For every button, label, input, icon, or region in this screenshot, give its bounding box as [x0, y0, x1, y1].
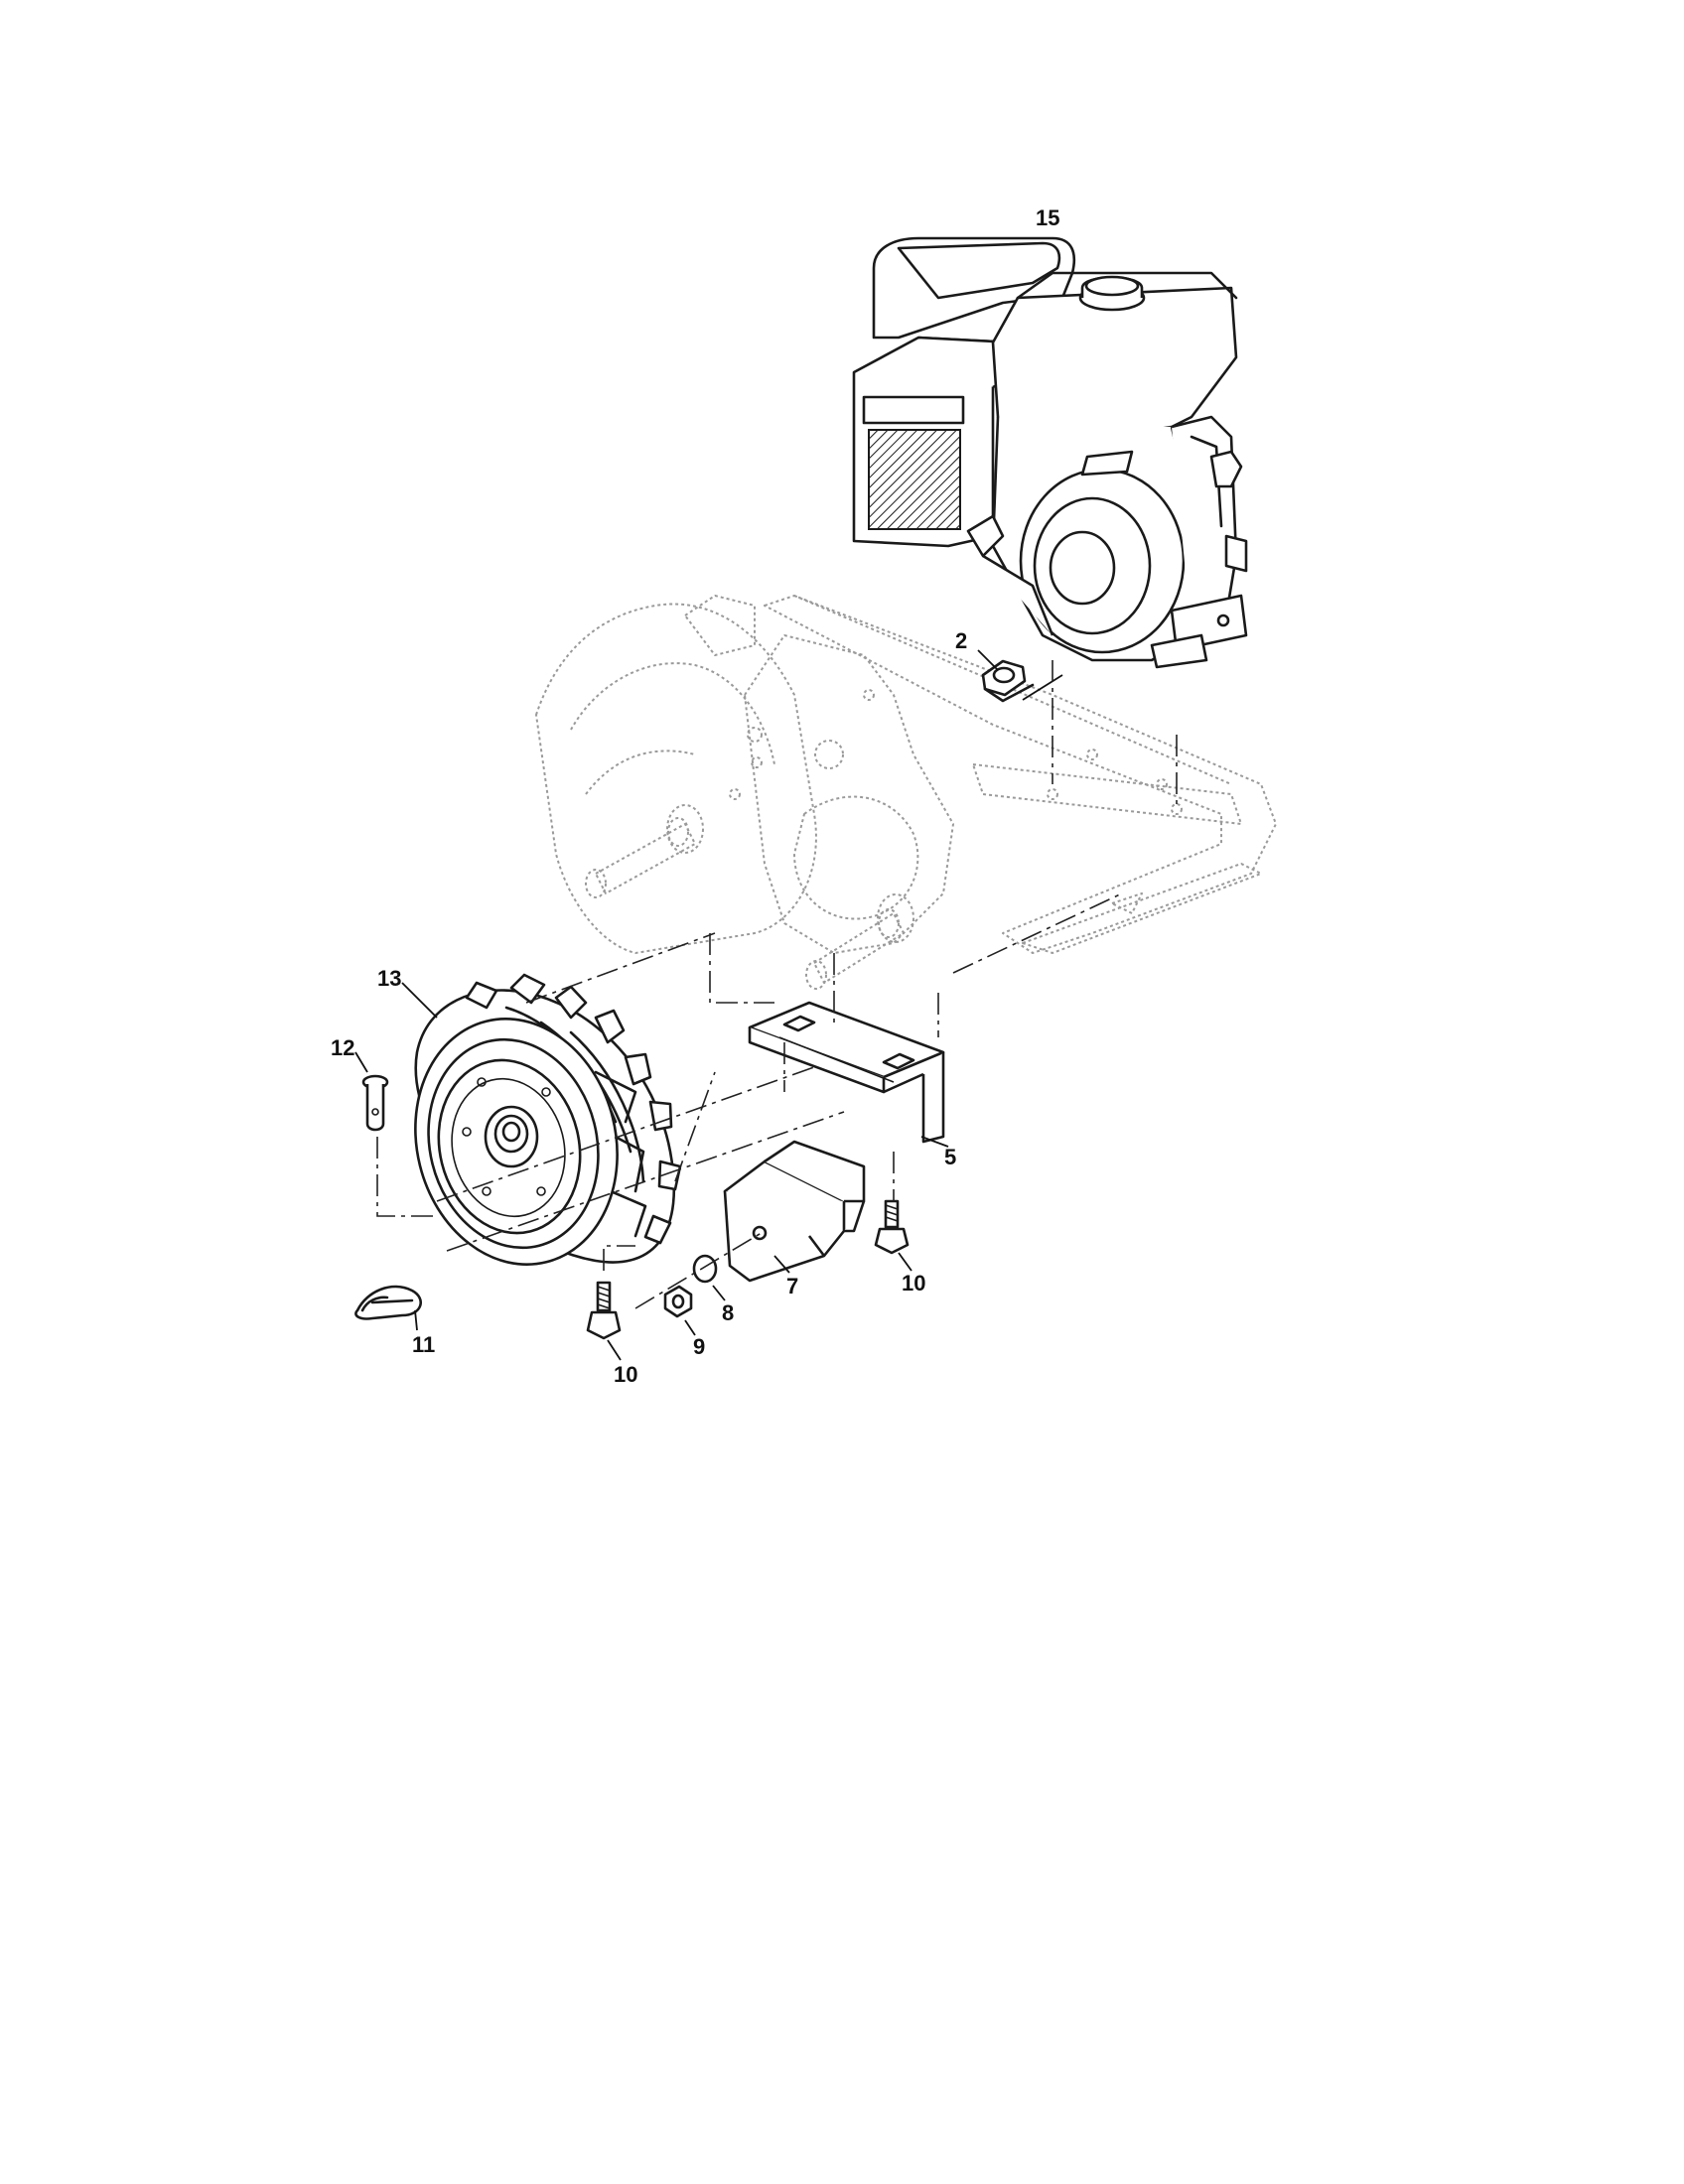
- engine-assembly: [852, 236, 1248, 669]
- hex-nut-part-9: [663, 1285, 696, 1336]
- callout-labels: 15 2 13 12 5 7 8 9 10 10 11: [331, 205, 1059, 1387]
- label-13: 13: [377, 966, 401, 991]
- hex-bolt-part-10-right: [874, 1199, 912, 1272]
- label-10b: 10: [902, 1271, 925, 1296]
- label-10a: 10: [614, 1362, 637, 1387]
- wheel-tire-part-13: [401, 973, 682, 1266]
- flange-nut-part-2: [977, 649, 1063, 703]
- clevis-pin-part-12: [354, 1051, 389, 1132]
- label-15: 15: [1036, 205, 1059, 230]
- bracket-part-5: [748, 1001, 949, 1148]
- label-5: 5: [944, 1145, 956, 1169]
- label-8: 8: [722, 1300, 734, 1325]
- label-11: 11: [412, 1332, 435, 1357]
- weight-part-7: [723, 1140, 866, 1283]
- hairpin-clip-part-11: [354, 1285, 422, 1331]
- label-2: 2: [955, 628, 967, 653]
- label-9: 9: [693, 1334, 705, 1359]
- lock-washer-part-8: [692, 1254, 726, 1301]
- label-7: 7: [786, 1274, 798, 1298]
- assembly-centerlines: [376, 892, 1123, 1309]
- hex-bolt-part-10-left: [586, 1281, 622, 1361]
- label-12: 12: [331, 1035, 354, 1060]
